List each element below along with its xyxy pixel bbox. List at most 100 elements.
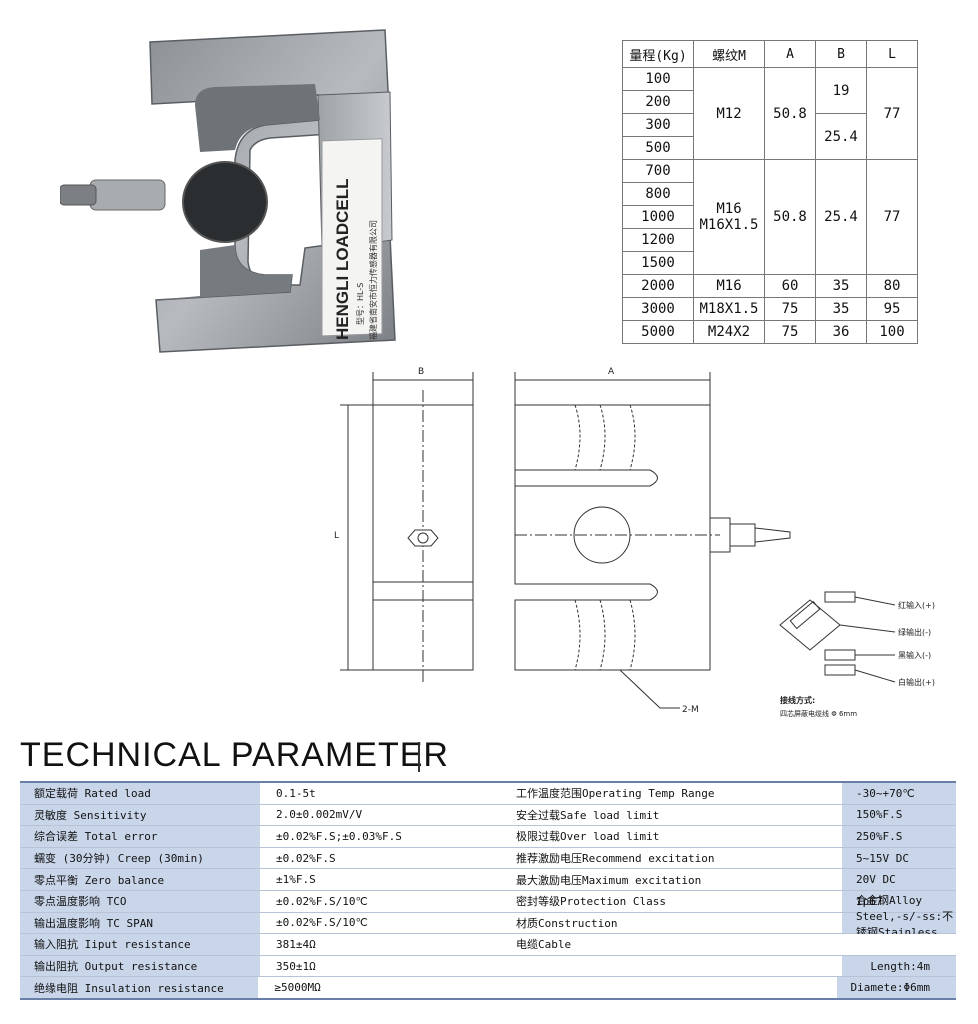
parameter-label: 综合误差 Total error [20,826,260,847]
a-cell: 75 [764,297,816,321]
capacity-cell: 1500 [622,251,694,275]
capacity-cell: 500 [622,136,694,160]
capacity-cell: 300 [622,113,694,137]
parameter-label-right: 最大激励电压Maximum excitation [516,873,702,887]
parameter-label-right: 安全过载Safe load limit [516,808,660,822]
parameter-value-right: 合金钢Alloy Steel,-s/-ss:不锈钢Stainless Steel [842,894,956,953]
front-view-outline [514,404,711,671]
thread-primary: M16 [716,201,742,217]
parameter-label: 输入阻抗 Iiput resistance [20,934,260,955]
parameter-value-right [842,934,956,955]
parameter-label: 输出阻抗 Output resistance [20,955,260,977]
header-thread: 螺纹M [693,40,765,68]
thread-cell: M18X1.5 [693,297,765,321]
capacity-cell: 3000 [622,297,694,321]
parameter-value-right: 5~15V DC [842,847,956,869]
parameter-label: 灵敏度 Sensitivity [20,804,260,826]
parameter-row: 零点温度影响 TCO ±0.02%F.S/10℃ 密封等级Protection Cl… [20,890,956,913]
technical-drawing: B A L 2-M 红输入(+) 绿输出(-) 黑输入(-) 白输出(+) 接线… [334,367,935,718]
parameter-label: 输出温度影响 TC SPAN [20,912,260,934]
l-cell: 80 [866,274,918,298]
capacity-cell: 700 [622,159,694,183]
b-cell: 25.4 [815,159,867,275]
header-capacity: 量程(Kg) [622,40,694,68]
parameter-row: 蠕变 (30分钟) Creep (30min) ±0.02%F.S 推荐激励电压Re… [20,847,956,870]
parameter-label: 零点平衡 Zero balance [20,869,260,890]
thread-cell: M24X2 [693,320,765,344]
label-brand: HENGLI LOADCELL [333,179,352,341]
parameter-label: 绝缘电阻 Insulation resistance [20,977,259,998]
wire-red: 红输入(+) [898,600,935,610]
parameter-label: 零点温度影响 TCO [20,890,260,912]
parameter-label: 蠕变 (30分钟) Creep (30min) [20,847,260,869]
wire-green: 绿输出(-) [898,627,931,637]
a-cell: 75 [764,320,816,344]
b-cell: 36 [815,320,867,344]
l-cell: 95 [866,297,918,321]
parameter-value-right: Ip67 [842,890,956,912]
parameter-value: 2.0±0.002mV/V [276,808,363,822]
label-company: 福建省南安市恒力传感器有限公司 [368,220,378,340]
capacity-cell: 1200 [622,228,694,252]
parameter-value-right: 20V DC [842,869,956,890]
parameter-row: 绝缘电阻 Insulation resistance ≥5000MΩ Diamete… [20,977,956,998]
parameter-value-right: -30~+70℃ [842,783,956,804]
parameter-value: ±0.02%F.S/10℃ [276,894,368,908]
parameter-value: 381±4Ω [276,937,316,951]
parameter-label-right: 推荐激励电压Recommend excitation [516,852,715,866]
parameter-value-right: 250%F.S [842,826,956,847]
parameter-value-right: Diamete:Φ6mm [836,977,956,998]
parameter-label-right: 材质Construction [516,916,618,930]
parameter-value: ±0.02%F.S/10℃ [276,916,368,930]
l-cell: 100 [866,320,918,344]
title-bar-mark [418,742,420,772]
header-a: A [764,40,816,68]
parameter-label-right [509,977,837,998]
parameter-value: ±0.02%F.S;±0.03%F.S [276,829,402,843]
dim-label-l: L [334,531,339,541]
parameter-value: 0.1-5t [276,786,316,800]
label-model: 型号：HL-S [356,283,365,325]
capacity-cell: 200 [622,90,694,114]
l-cell: 77 [866,67,918,160]
parameter-value: ≥5000MΩ [274,981,321,995]
thread-cell: M12 [693,67,765,160]
parameter-value: 350±1Ω [276,959,316,973]
thread-secondary: M16X1.5 [699,217,759,233]
wire-white: 白输出(+) [898,677,935,687]
header-l: L [866,40,918,68]
header-b: B [815,40,867,68]
thread-label: 2-M [682,705,699,715]
parameter-value-right: Length:4m [842,955,956,977]
capacity-cell: 100 [622,67,694,91]
parameter-row: 灵敏度 Sensitivity 2.0±0.002mV/V 安全过载Safe loa… [20,804,956,827]
capacity-cell: 2000 [622,274,694,298]
parameter-value-right: 150%F.S [842,804,956,826]
l-cell: 77 [866,159,918,275]
section-title: TECHNICAL PARAMETER [20,736,449,774]
wire-black: 黑输入(-) [898,650,931,660]
parameter-row: 输出阻抗 Output resistance 350±1Ω Length:4m [20,955,956,978]
dimension-table: 量程(Kg) 螺纹M A B L 100 M12 50.8 19 77 200 … [622,40,918,344]
b-cell: 25.4 [815,113,867,160]
dim-label-b: B [418,367,424,377]
dim-label-a: A [608,367,615,377]
a-cell: 60 [764,274,816,298]
thread-cell: M16 [693,274,765,298]
b-cell: 35 [815,297,867,321]
parameter-row: 输出温度影响 TC SPAN ±0.02%F.S/10℃ 材质Constructio… [20,894,956,953]
a-cell: 50.8 [764,159,816,275]
parameter-label: 额定载荷 Rated load [20,783,260,804]
capacity-cell: 800 [622,182,694,206]
a-cell: 50.8 [764,67,816,160]
wiring-note: 四芯屏蔽电缆线 Φ 6mm [780,709,857,718]
parameter-label-right [512,956,842,977]
parameter-label-right: 密封等级Protection Class [516,895,666,909]
parameter-value: ±0.02%F.S [276,851,336,865]
bridge-diagram [779,599,841,651]
